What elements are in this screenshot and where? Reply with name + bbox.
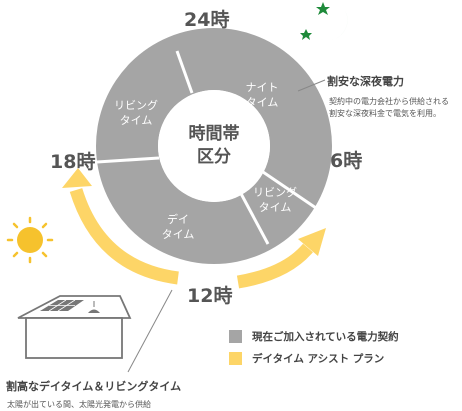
hour-label-12: 12時 bbox=[187, 285, 233, 307]
segment-living-time-evening: リビング タイム bbox=[114, 98, 158, 128]
divider-12 bbox=[236, 187, 270, 245]
ring-band bbox=[96, 28, 332, 264]
divider-18 bbox=[96, 156, 160, 164]
center-label-line-2: 区分 bbox=[197, 147, 231, 167]
star-icon bbox=[300, 29, 312, 40]
hour-label-18: 18時 bbox=[50, 151, 96, 173]
segment-living-time-morning: リビング タイム bbox=[253, 185, 297, 215]
segment-night-line-2: タイム bbox=[245, 96, 279, 109]
ring-center bbox=[158, 90, 270, 202]
star-icon bbox=[316, 2, 330, 15]
ceiling-light-icon bbox=[88, 301, 100, 313]
segment-day-line-1: デイ bbox=[167, 213, 189, 226]
day-callout-description: 太陽が出ている間、太陽光発電から供給 bbox=[7, 399, 151, 411]
divider-24 bbox=[175, 50, 194, 94]
leader-line-night bbox=[297, 79, 326, 92]
night-callout-line-2: 割安な深夜料金で電気を利用。 bbox=[329, 109, 441, 118]
segment-living-evening-line-2: タイム bbox=[119, 114, 153, 127]
arrow-left-arc bbox=[69, 188, 179, 285]
solar-panel-icon bbox=[40, 299, 84, 312]
segment-day-line-2: タイム bbox=[161, 228, 195, 241]
sun-icon bbox=[6, 216, 54, 264]
day-callout-title: 割高なデイタイム＆リビングタイム bbox=[6, 380, 182, 393]
time-ring bbox=[96, 28, 332, 264]
legend-swatch-current bbox=[229, 330, 242, 343]
segment-night-line-1: ナイト bbox=[245, 81, 279, 94]
night-callout-description: 契約中の電力会社から供給される 割安な深夜料金で電気を利用。 bbox=[329, 96, 449, 120]
segment-living-morning-line-1: リビング bbox=[253, 186, 297, 199]
arrow-left-head bbox=[62, 168, 92, 188]
divider-6 bbox=[262, 170, 317, 210]
center-label: 時間帯 区分 bbox=[189, 123, 240, 169]
segment-living-evening-line-1: リビング bbox=[114, 99, 158, 112]
arrow-right-head bbox=[298, 228, 326, 256]
arrow-right-arc bbox=[236, 243, 313, 289]
night-callout-title: 割安な深夜電力 bbox=[327, 75, 404, 88]
segment-day-time: デイ タイム bbox=[162, 212, 195, 242]
legend-swatch-assist bbox=[229, 352, 242, 365]
house-icon bbox=[17, 295, 132, 359]
leader-line-day bbox=[127, 289, 173, 373]
hour-label-24: 24時 bbox=[184, 9, 230, 31]
hour-label-6: 6時 bbox=[330, 150, 363, 172]
night-callout-line-1: 契約中の電力会社から供給される bbox=[329, 97, 449, 106]
legend-label-current: 現在ご加入されている電力契約 bbox=[252, 331, 399, 343]
center-label-line-1: 時間帯 bbox=[188, 124, 240, 144]
segment-night-time: ナイト タイム bbox=[246, 80, 279, 110]
day-assist-arrows bbox=[62, 168, 326, 289]
legend-label-assist: デイタイム アシスト プラン bbox=[252, 353, 385, 365]
day-callout-line-1: 太陽が出ている間、太陽光発電から供給 bbox=[7, 400, 151, 409]
segment-living-morning-line-2: タイム bbox=[258, 201, 292, 214]
moon-icon bbox=[312, 6, 348, 41]
